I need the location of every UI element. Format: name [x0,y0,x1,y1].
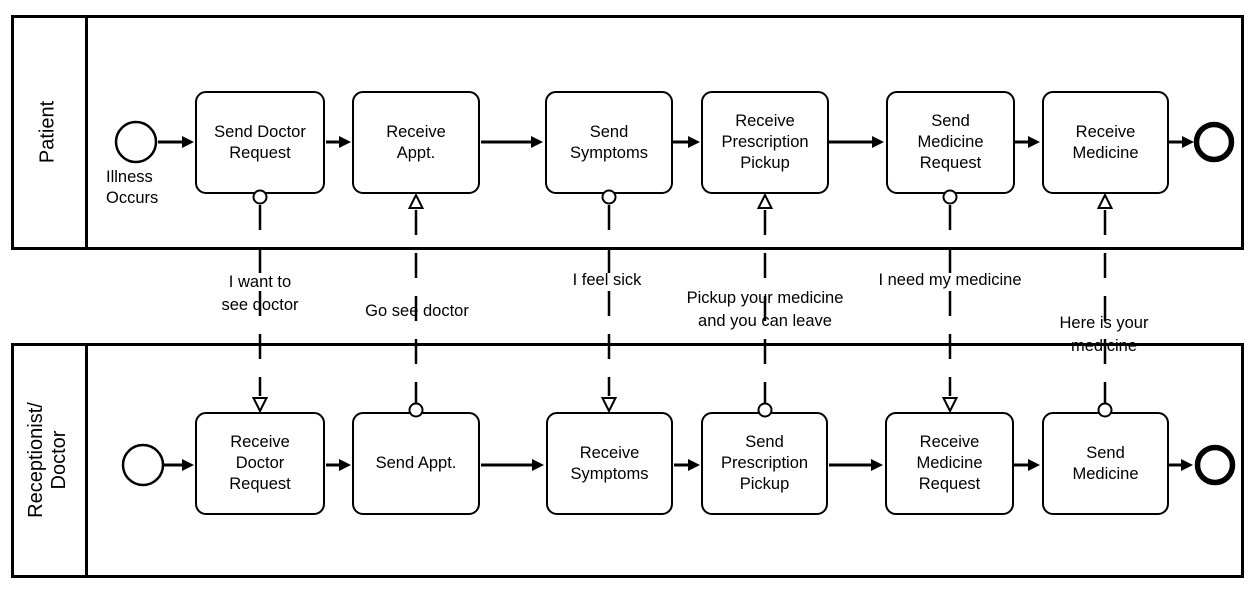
task-label: Receive Symptoms [570,443,649,483]
task-receive-prescription-pickup: Receive Prescription Pickup [701,91,829,194]
task-label: Send Medicine [1072,443,1139,483]
task-label: Receive Medicine [1072,122,1139,162]
task-send-doctor-request: Send Doctor Request [195,91,325,194]
task-send-symptoms: Send Symptoms [545,91,673,194]
task-label: Receive Prescription Pickup [721,112,809,172]
message-label-pickup-your-medicine: Pickup your medicine and you can leave [686,289,844,330]
lane-divider-receptionist [85,343,88,578]
lane-label-patient: Patient [36,100,59,164]
message-label-go-see-doctor: Go see doctor [365,302,469,320]
task-receive-symptoms: Receive Symptoms [546,412,673,515]
task-receive-medicine: Receive Medicine [1042,91,1169,194]
task-label: Send Medicine Request [917,112,984,172]
task-send-appt: Send Appt. [352,412,480,515]
message-label-i-feel-sick: I feel sick [572,271,642,289]
start-event-label: Illness Occurs [106,168,159,207]
task-send-medicine: Send Medicine [1042,412,1169,515]
task-label: Receive Doctor Request [229,433,291,493]
task-label: Receive Appt. [386,122,446,162]
task-send-prescription-pickup: Send Prescription Pickup [701,412,828,515]
task-receive-appt: Receive Appt. [352,91,480,194]
task-receive-doctor-request: Receive Doctor Request [195,412,325,515]
task-label: Send Symptoms [570,122,648,162]
task-label: Receive Medicine Request [916,433,983,493]
lane-label-receptionist-doctor: Receptionist/ Doctor [25,402,70,518]
task-label: Send Appt. [375,454,457,472]
message-label-i-need-my-medicine: I need my medicine [878,271,1022,289]
lane-divider-patient [85,15,88,250]
task-send-medicine-request: Send Medicine Request [886,91,1015,194]
task-label: Send Prescription Pickup [720,433,809,493]
task-label: Send Doctor Request [214,122,306,162]
message-label-here-is-your-medicine: Here is your medicine [1059,314,1149,355]
message-label-want-to-see-doctor: I want to see doctor [221,273,299,314]
task-receive-medicine-request: Receive Medicine Request [885,412,1014,515]
